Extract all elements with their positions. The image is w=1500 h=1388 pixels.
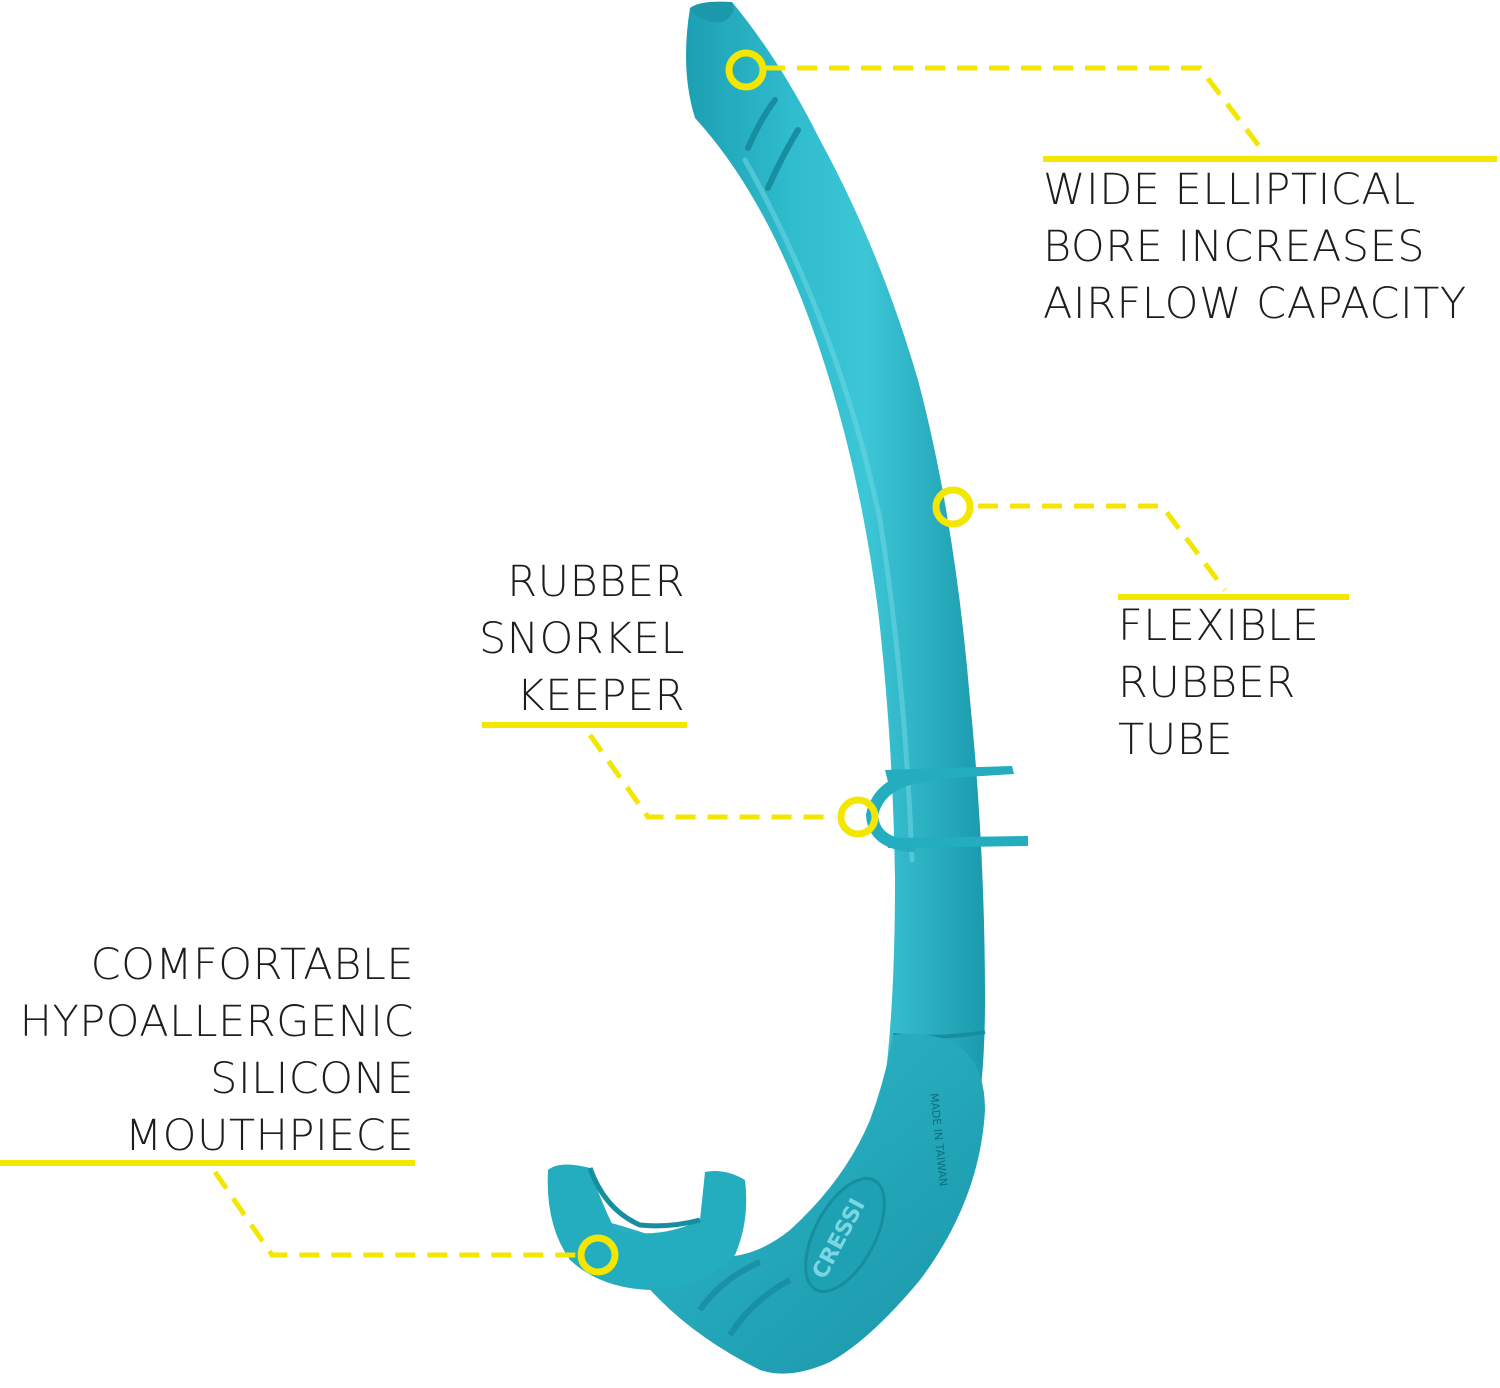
callout-markers: [577, 49, 974, 1276]
mouthpiece-callout-line: MOUTHPIECE: [125, 1111, 414, 1161]
keeper-marker-ring: [837, 796, 879, 838]
snorkel-tube: CRESSI MADE IN TAIWAN: [547, 1, 986, 1374]
bore-rib: [745, 97, 778, 151]
tube-marker-ring: [932, 486, 974, 528]
mouthpiece-marker-ring: [577, 1234, 619, 1276]
bore-callout-line: BORE INCREASES: [1043, 222, 1426, 272]
mouthpiece-callout-line: COMFORTABLE: [90, 940, 414, 990]
snorkel-tube-body: [686, 2, 985, 1362]
tube-callout-line: FLEXIBLE: [1118, 601, 1320, 651]
tube-leader-line: [978, 503, 1227, 592]
tube-callout-line: TUBE: [1118, 715, 1234, 765]
callout-leaders: [0, 65, 1497, 1258]
bore-rib: [765, 127, 801, 191]
tube-highlight: [742, 157, 915, 863]
logo-plate: [804, 1176, 886, 1294]
bore-callout-line: AIRFLOW CAPACITY: [1043, 279, 1467, 329]
mouthpiece-callout: COMFORTABLE HYPOALLERGENIC SILICONE MOUT…: [0, 937, 414, 1165]
elbow-rib: [697, 1259, 762, 1312]
keeper-bottom-band: [885, 836, 1028, 848]
keeper-callout: RUBBER SNORKEL KEEPER: [455, 554, 685, 725]
keeper-callout-line: KEEPER: [516, 671, 685, 721]
keeper-callout-line: RUBBER: [507, 557, 685, 607]
mouthpiece-elbow: [600, 1033, 985, 1374]
mouthpiece-callout-line: HYPOALLERGENIC: [19, 997, 414, 1047]
bore-callout-line: WIDE ELLIPTICAL: [1043, 165, 1416, 215]
mouthpiece-bite: [547, 1164, 747, 1290]
elliptical-bore-top: [690, 1, 734, 23]
elbow-rib: [727, 1277, 792, 1337]
mouthpiece-flange: [587, 1167, 701, 1229]
keeper-callout-line: SNORKEL: [478, 614, 685, 664]
keeper-leader-line: [587, 733, 836, 820]
tube-callout: FLEXIBLE RUBBER TUBE: [1118, 598, 1319, 769]
mouthpiece-callout-line: SILICONE: [210, 1054, 414, 1104]
tube-callout-line: RUBBER: [1118, 658, 1296, 708]
mouthpiece-leader-line: [212, 1170, 580, 1258]
bore-marker-ring: [725, 49, 767, 91]
bore-callout: WIDE ELLIPTICAL BORE INCREASES AIRFLOW C…: [1043, 162, 1467, 333]
bore-leader-line: [765, 65, 1264, 152]
